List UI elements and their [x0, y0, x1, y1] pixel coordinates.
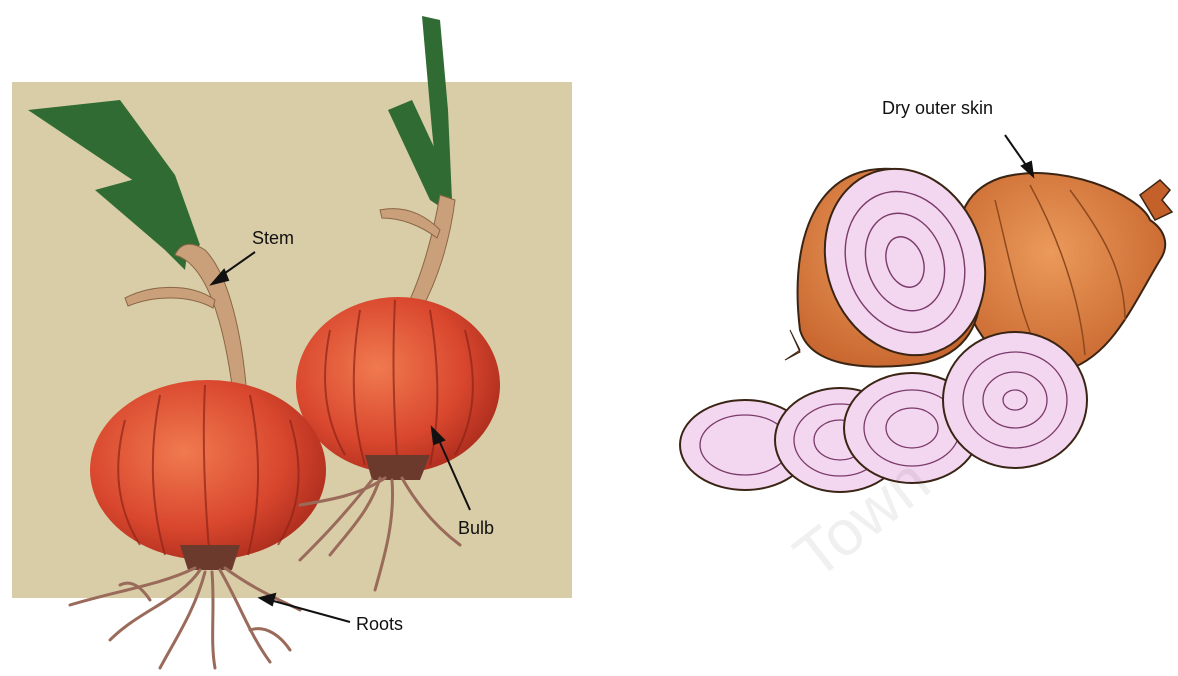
roots-label: Roots — [356, 614, 403, 635]
skin-label-arrow — [1005, 135, 1033, 176]
onion-slices-illustration — [680, 135, 1172, 492]
onion-plant-diagram — [12, 16, 572, 668]
stem-label: Stem — [252, 228, 294, 249]
bulb-label: Bulb — [458, 518, 494, 539]
dry-outer-skin-label: Dry outer skin — [882, 98, 993, 119]
onion-slice — [943, 332, 1087, 468]
